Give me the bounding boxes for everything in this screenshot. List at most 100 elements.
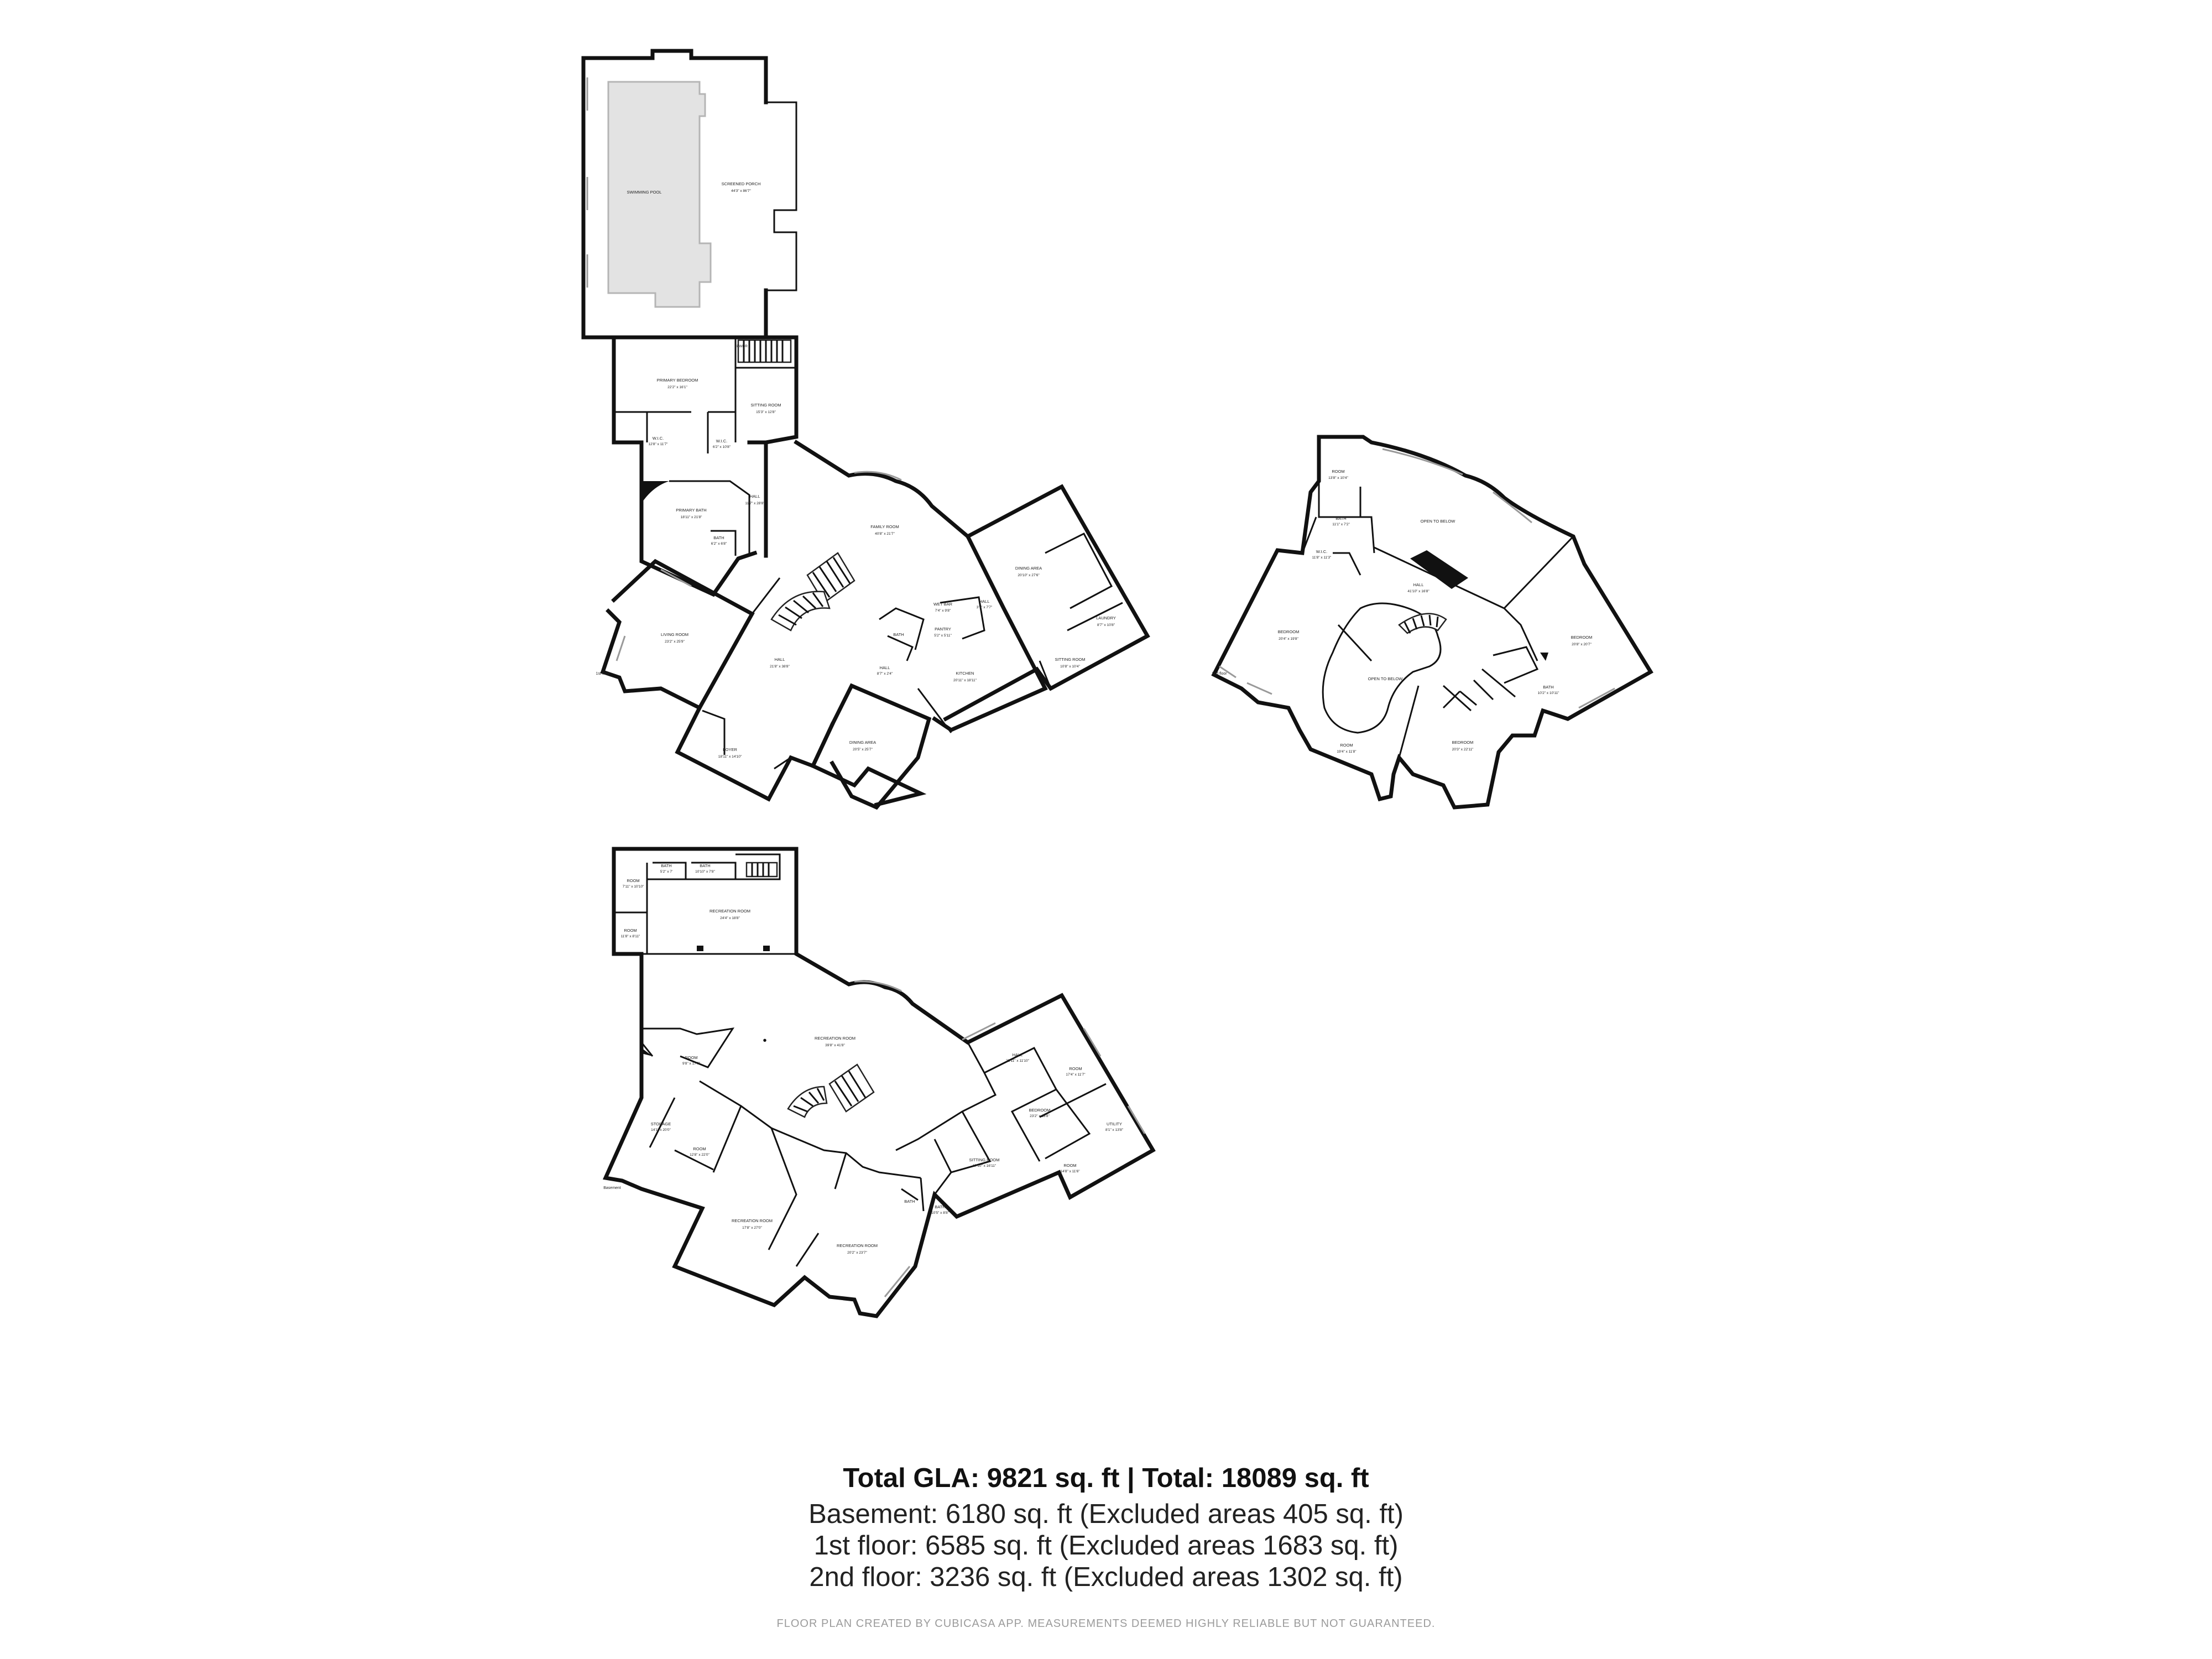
bsmt-column-dot: • xyxy=(763,1035,766,1047)
2f-room-b-dim: 19'4" x 11'8" xyxy=(1337,750,1357,754)
first-floor-stairs xyxy=(770,552,855,632)
bsmt-room-a-dim: 7'11" x 10'10" xyxy=(623,885,644,889)
second-floor-side-label: 2nd floor xyxy=(1212,672,1227,676)
bath-a-label: BATH xyxy=(713,535,724,540)
2f-bedroom-b-dim: 20'8" x 20'7" xyxy=(1572,643,1592,646)
first-floor-area-line: 1st floor: 6585 sq. ft (Excluded areas 1… xyxy=(813,1531,1399,1561)
living-room-dim: 23'2" x 25'9" xyxy=(665,640,685,644)
wet-bar-dim: 7'4" x 9'8" xyxy=(935,609,951,613)
cubicasa-credit-text: FLOOR PLAN CREATED BY CUBICASA APP. MEAS… xyxy=(776,1618,1436,1630)
chimney-block xyxy=(1410,550,1468,589)
bsmt-room-f-dim: 14'8" x 11'6" xyxy=(1060,1170,1080,1173)
bsmt-bedroom-label: BEDROOM xyxy=(1029,1108,1051,1113)
bsmt-room-b-dim: 11'8" x 8'11" xyxy=(621,935,640,938)
total-area-heading: Total GLA: 9821 sq. ft | Total: 18089 sq… xyxy=(843,1463,1369,1493)
primary-bath-dim: 18'11" x 21'8" xyxy=(681,515,702,519)
hall-c-label: HALL xyxy=(880,665,890,670)
bsmt-recreation-room-d-label: RECREATION ROOM xyxy=(837,1243,878,1248)
2f-bedroom-a-label: BEDROOM xyxy=(1278,629,1300,634)
bsmt-room-d-dim: 9'8" x 17'7" xyxy=(682,1062,701,1066)
2f-room-b-label: ROOM xyxy=(1340,743,1353,748)
foyer-dim: 18'11" x 14'10" xyxy=(718,755,742,759)
bsmt-room-b-label: ROOM xyxy=(624,928,637,933)
2f-bedroom-a-dim: 20'4" x 19'8" xyxy=(1279,637,1298,641)
2f-bath-b-label: BATH xyxy=(1543,685,1553,690)
bsmt-bath-c-label: BATH xyxy=(904,1199,915,1204)
hall-b-dim: 3'7" x 7'7" xyxy=(977,606,993,609)
bsmt-recreation-room-b-dim: 39'8" x 41'8" xyxy=(825,1044,845,1047)
dining-area-b-label: DINING AREA xyxy=(849,740,876,745)
first-floor-plan: SWIMMING POOL SCREENED PORCH 44'3" x 86'… xyxy=(581,49,1150,810)
bsmt-sitting-room-dim: 17'10" x 16'11" xyxy=(973,1164,997,1168)
bath-b-label: BATH xyxy=(893,632,904,637)
bsmt-bath-b-label: BATH xyxy=(700,863,710,868)
wic-right-label: W.I.C. xyxy=(716,439,727,444)
bsmt-recreation-room-a-label: RECREATION ROOM xyxy=(709,909,750,914)
primary-bath-label: PRIMARY BATH xyxy=(676,508,706,513)
bsmt-room-e-dim: 12'8" x 22'0" xyxy=(690,1153,709,1157)
primary-bath-corner xyxy=(641,481,669,503)
basement-plan: ROOM 7'11" x 10'10" BATH 5'2" x 7' BATH … xyxy=(602,847,1156,1318)
wet-bar-label: WET BAR xyxy=(933,602,953,607)
2f-wic-dim: 11'8" x 11'3" xyxy=(1312,556,1332,560)
pwdr-top-label: PWDR xyxy=(737,345,748,348)
bsmt-sitting-room-label: SITTING ROOM xyxy=(969,1157,1000,1162)
hall-foyer-label: HALL xyxy=(775,657,785,662)
basement-side-label: Basement xyxy=(603,1186,621,1190)
2f-room-a-label: ROOM xyxy=(1332,469,1344,474)
bath-a-dim: 6'2" x 6'8" xyxy=(711,542,727,546)
hall-c-dim: 8'7" x 2'4" xyxy=(877,672,893,676)
hall-a-dim: 11'7" x 28'8" xyxy=(745,502,765,505)
2f-bath-a-label: BATH xyxy=(1335,516,1346,521)
basement-stair-top xyxy=(745,862,778,878)
laundry-label: LAUNDRY xyxy=(1096,615,1116,620)
primary-bedroom-dim: 22'2" x 16'1" xyxy=(667,385,687,389)
bsmt-hall-dim: 22'11" x 11'10" xyxy=(1006,1059,1030,1063)
bsmt-room-f-label: ROOM xyxy=(1063,1163,1076,1168)
basement-area-line: Basement: 6180 sq. ft (Excluded areas 40… xyxy=(808,1499,1404,1529)
wic-right-dim: 6'2" x 10'8" xyxy=(713,445,731,449)
open-to-below-mid-label: OPEN TO BELOW xyxy=(1368,676,1404,681)
bsmt-bath-a-dim: 5'2" x 7' xyxy=(660,870,673,874)
pantry-label: PANTRY xyxy=(935,627,951,632)
pantry-dim: 5'2" x 5'11" xyxy=(934,634,952,638)
bsmt-storage-label: STORAGE xyxy=(651,1121,671,1126)
hall-b-label: HALL xyxy=(979,599,990,604)
dining-area-dim: 20'10" x 27'6" xyxy=(1018,573,1040,577)
bsmt-room-a-label: ROOM xyxy=(627,878,639,883)
primary-bedroom-label: PRIMARY BEDROOM xyxy=(657,378,698,383)
family-room-label: FAMILY ROOM xyxy=(870,524,899,529)
2f-bedroom-c-label: BEDROOM xyxy=(1452,740,1474,745)
bsmt-bedroom-dim: 23'2" x 18'8" xyxy=(1030,1114,1050,1118)
first-floor-side-label: 1st floor xyxy=(596,672,611,676)
second-floor-area-line: 2nd floor: 3236 sq. ft (Excluded areas 1… xyxy=(809,1562,1403,1592)
hall-a-label: HALL xyxy=(750,494,760,499)
bsmt-room-c-label: ROOM xyxy=(1069,1066,1082,1071)
sitting-room-dim: 15'3" x 12'8" xyxy=(756,410,776,414)
bsmt-room-d-label: ROOM xyxy=(685,1055,697,1060)
bsmt-bath-a-label: BATH xyxy=(661,863,671,868)
family-room-dim: 40'8" x 21'7" xyxy=(875,532,895,536)
2f-hall-label: HALL xyxy=(1413,582,1424,587)
kitchen-label: KITCHEN xyxy=(956,671,974,676)
basement-stairs xyxy=(787,1063,875,1118)
bsmt-recreation-room-b-label: RECREATION ROOM xyxy=(815,1036,855,1041)
swimming-pool-shape xyxy=(607,81,712,308)
wic-left-dim: 12'8" x 11'7" xyxy=(648,442,668,446)
bsmt-recreation-room-c-dim: 17'8" x 27'0" xyxy=(742,1226,762,1230)
bsmt-bath-d-label: BATH xyxy=(935,1204,945,1209)
2f-bath-b-dim: 10'2" x 10'11" xyxy=(1538,691,1559,695)
dining-area-label: DINING AREA xyxy=(1015,566,1042,571)
bsmt-utility-label: UTILITY xyxy=(1107,1121,1122,1126)
bsmt-recreation-room-c-label: RECREATION ROOM xyxy=(732,1218,773,1223)
2f-bath-a-dim: 11'1" x 7'2" xyxy=(1332,523,1350,526)
foyer-label: FOYER xyxy=(723,747,737,752)
bsmt-room-c-dim: 17'4" x 11'7" xyxy=(1066,1073,1086,1077)
dining-area-b-dim: 20'5" x 25'7" xyxy=(853,748,873,752)
sitting-room-b-label: SITTING ROOM xyxy=(1055,657,1086,662)
open-to-below-top-label: OPEN TO BELOW xyxy=(1421,519,1456,524)
second-floor-plan: 2nd floor ROOM 13'8" x 10'4" BATH 11'1" … xyxy=(1211,435,1653,810)
kitchen-dim: 20'11" x 18'11" xyxy=(953,679,977,682)
2f-room-a-dim: 13'8" x 10'4" xyxy=(1328,476,1348,480)
2f-bedroom-b-label: BEDROOM xyxy=(1571,635,1593,640)
